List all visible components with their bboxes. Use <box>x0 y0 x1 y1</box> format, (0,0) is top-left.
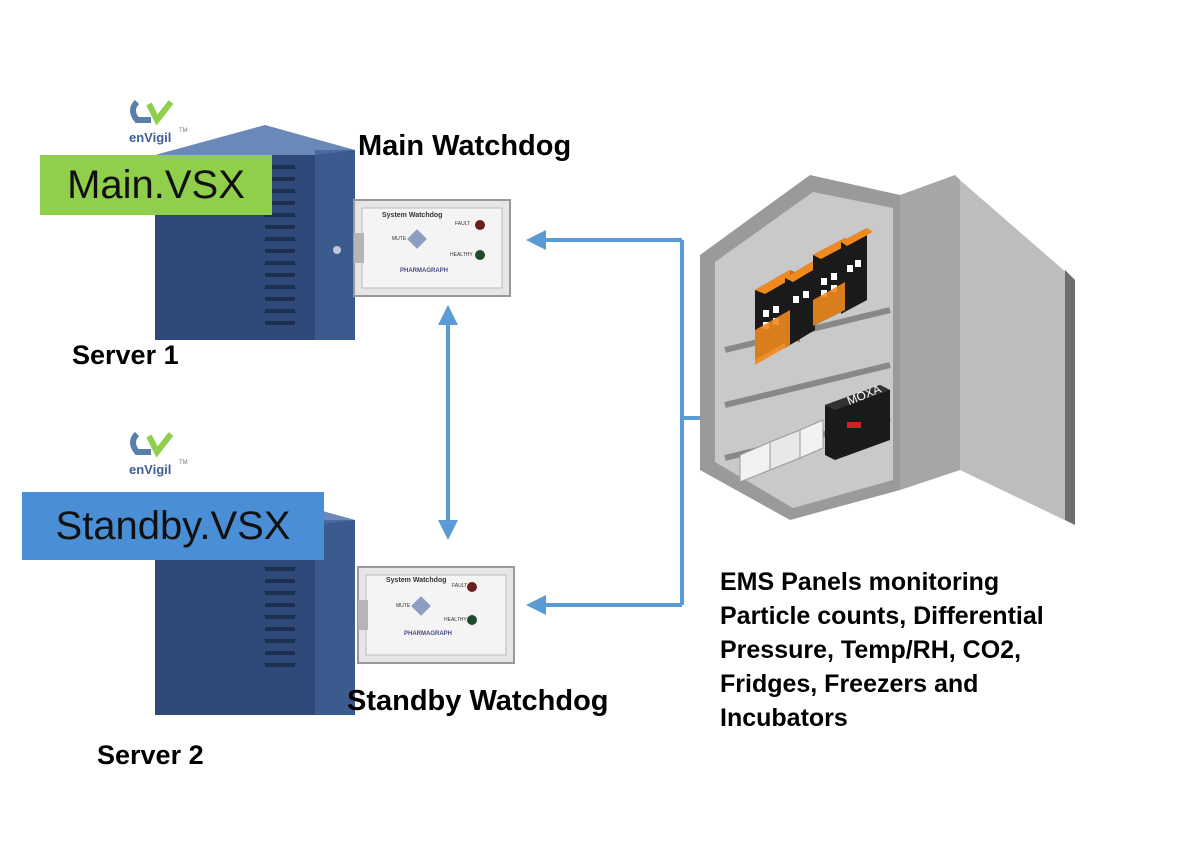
main-vsx-badge: Main.VSX <box>40 155 272 215</box>
envigil-logo: enVigil TM <box>125 98 195 150</box>
controller-modules <box>755 228 873 365</box>
main-vsx-label: Main.VSX <box>67 162 245 207</box>
mute-label: MUTE <box>396 603 411 609</box>
server-1-label: Server 1 <box>72 340 179 370</box>
mute-label: MUTE <box>392 236 407 242</box>
brand-label: PHARMAGRAPH <box>404 631 452 637</box>
fault-label: FAULT <box>452 583 468 589</box>
logo-tm: TM <box>179 128 188 134</box>
ems-description-line: Particle counts, Differential <box>720 602 1044 630</box>
device-label: System Watchdog <box>382 212 443 219</box>
watchdog-device-icon <box>353 199 511 297</box>
ems-description-line: Pressure, Temp/RH, CO2, <box>720 636 1022 664</box>
healthy-label: HEALTHY <box>450 252 473 258</box>
standby-vsx-label: Standby.VSX <box>55 503 291 548</box>
logo-tm: TM <box>179 460 188 466</box>
standby-watchdog-device: System Watchdog FAULT HEALTHY MUTE PHARM… <box>356 565 516 665</box>
device-label: System Watchdog <box>386 577 447 584</box>
ems-description-line: EMS Panels monitoring <box>720 568 1000 596</box>
server-2-label: Server 2 <box>97 740 204 770</box>
standby-watchdog-title: Standby Watchdog <box>347 685 609 717</box>
main-watchdog-title: Main Watchdog <box>358 130 572 162</box>
envigil-logo: enVigil TM <box>125 430 195 482</box>
main-watchdog-device: System Watchdog FAULT HEALTHY MUTE PHARM… <box>352 198 512 298</box>
standby-vsx-badge: Standby.VSX <box>22 492 324 560</box>
cabinet-icon <box>700 175 1075 525</box>
envigil-logo-icon <box>130 99 174 126</box>
server-1-group: enVigil TM Main.VSX <box>30 90 360 380</box>
brand-label: PHARMAGRAPH <box>400 268 448 274</box>
ems-panel-cabinet: MOXA <box>695 170 1080 525</box>
ems-description: EMS Panels monitoring Particle counts, D… <box>720 565 1140 735</box>
server-2-group: enVigil TM Standby.VSX <box>22 430 360 720</box>
ems-description-line: Fridges, Freezers and <box>720 670 979 698</box>
ems-description-line: Incubators <box>720 704 848 732</box>
watchdog-device-icon <box>357 566 515 664</box>
moxa-device <box>825 385 890 460</box>
logo-text: enVigil <box>129 130 172 145</box>
terminal-blocks <box>739 419 824 483</box>
envigil-logo-icon <box>130 431 174 458</box>
logo-text: enVigil <box>129 462 172 477</box>
fault-label: FAULT <box>455 221 471 227</box>
healthy-label: HEALTHY <box>444 617 467 623</box>
